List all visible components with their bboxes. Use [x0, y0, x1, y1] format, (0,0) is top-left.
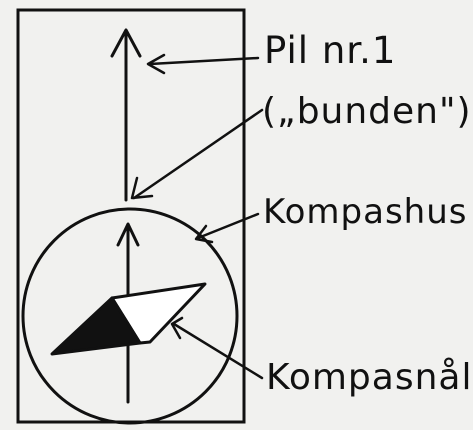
orienting-arrow-head	[116, 222, 140, 247]
pointer-bound-head	[130, 176, 154, 200]
pointer-arrow1	[148, 56, 260, 66]
pointer-housing	[196, 212, 260, 240]
baseplate-outline	[16, 8, 246, 424]
label-compass-housing: Kompashus	[263, 192, 468, 232]
label-arrow-1: Pil nr.1	[264, 29, 397, 72]
direction-arrow-head	[110, 28, 142, 58]
needle-black-half	[50, 296, 142, 356]
pointer-needle-head	[170, 316, 184, 340]
pointer-housing-head	[194, 224, 214, 244]
label-bound: („bunden")	[262, 91, 472, 132]
pointer-arrow1-head	[146, 53, 166, 75]
label-compass-needle: Kompasnål	[266, 357, 473, 398]
pointer-bound	[132, 108, 264, 200]
compass-housing-circle	[21, 207, 239, 425]
pointer-needle	[172, 322, 264, 380]
